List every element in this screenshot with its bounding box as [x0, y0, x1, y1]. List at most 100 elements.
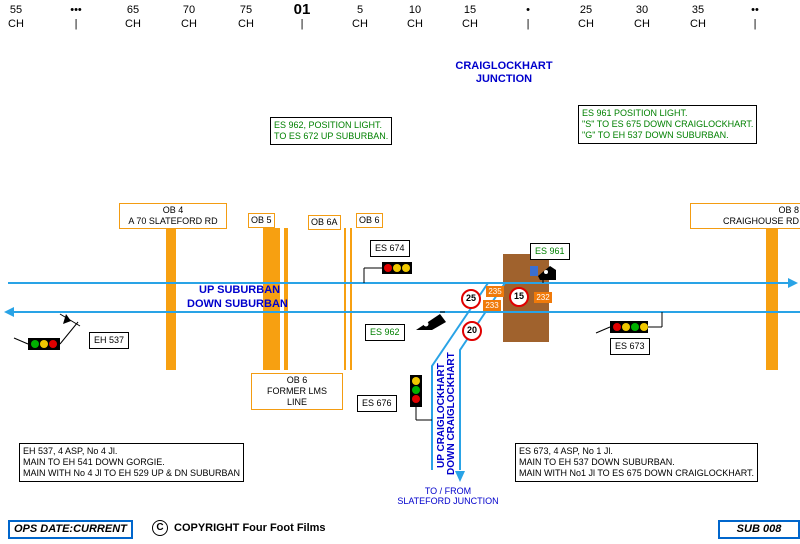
bridge-ob6lms-number: OB 6	[286, 375, 308, 385]
chainage-value: 35	[691, 4, 705, 16]
chainage-unit: CH	[125, 18, 141, 30]
to-from-line1: TO / FROM	[424, 486, 472, 496]
bridge-ob6	[350, 228, 352, 370]
chainage-unit: |	[300, 18, 304, 30]
chainage-unit: CH	[352, 18, 368, 30]
chainage-unit: CH	[690, 18, 706, 30]
speed-25-ring	[461, 289, 481, 309]
chainage-value: 65	[126, 4, 140, 16]
bridge-label-ob6-lms: OB 6 FORMER LMS LINE	[251, 373, 343, 410]
to-from-label: TO / FROM SLATEFORD JUNCTION	[396, 486, 500, 506]
note-eh537-line2: MAIN TO EH 541 DOWN GORGIE.	[23, 457, 165, 467]
bridge-label-ob8: OB 8 CRAIGHOUSE RD	[690, 203, 800, 229]
bridge-ob5b	[284, 228, 288, 370]
note-es961-line1: ES 961 POSITION LIGHT.	[582, 108, 688, 118]
chainage-unit: CH	[462, 18, 478, 30]
bridge-ob8-number: OB 8	[778, 205, 799, 215]
chainage-mark: •|	[508, 3, 548, 31]
note-es962-line2: TO ES 672 UP SUBURBAN.	[274, 131, 389, 141]
note-es673-line2: MAIN TO EH 537 DOWN SUBURBAN.	[519, 457, 675, 467]
milepost-232-plate	[534, 292, 552, 303]
chainage-value: •	[526, 4, 530, 16]
note-es962: ES 962, POSITION LIGHT. TO ES 672 UP SUB…	[270, 117, 393, 145]
note-es673-line1: ES 673, 4 ASP, No 1 Jl.	[519, 446, 613, 456]
page-ref-badge: SUB 008	[718, 520, 800, 539]
note-es673: ES 673, 4 ASP, No 1 Jl. MAIN TO EH 537 D…	[515, 443, 759, 482]
speed-20-ring	[462, 321, 482, 341]
chainage-unit: CH	[8, 18, 24, 30]
note-eh537: EH 537, 4 ASP, No 4 Jl. MAIN TO EH 541 D…	[19, 443, 245, 482]
milepost-233-plate	[483, 300, 501, 311]
milepost-235-plate	[486, 286, 504, 297]
bridge-ob8-road: CRAIGHOUSE RD	[722, 216, 799, 226]
chainage-value: 75	[239, 4, 253, 16]
bridge-ob5	[263, 228, 280, 370]
chainage-unit: CH	[634, 18, 650, 30]
down-arrow-head	[4, 307, 14, 317]
signal-label-es962: ES 962	[365, 324, 405, 341]
note-es673-line3: MAIN WITH No1 Jl TO ES 675 DOWN CRAIGLOC…	[519, 468, 755, 478]
speed-board-25: 25	[465, 293, 476, 303]
bridge-label-ob4: OB 4 A 70 SLATEFORD RD	[119, 203, 227, 229]
junction-title-line2: JUNCTION	[475, 73, 533, 85]
chainage-unit: CH	[181, 18, 197, 30]
chainage-value: 30	[635, 4, 649, 16]
chainage-value: 01	[293, 1, 311, 18]
chainage-unit: CH	[407, 18, 423, 30]
chainage-value: 55	[9, 4, 23, 16]
note-es961-line2: "S" TO ES 675 DOWN CRAIGLOCKHART.	[582, 119, 754, 129]
bridge-ob6lms-line2: FORMER LMS	[266, 386, 327, 396]
chainage-value: 5	[356, 4, 364, 16]
note-eh537-line3: MAIN WITH No 4 Jl TO EH 529 UP & DN SUBU…	[23, 468, 241, 478]
down-craiglockhart-label: DOWN CRAIGLOCKHART	[446, 352, 457, 475]
chainage-mark: ••|	[735, 3, 775, 31]
signal-label-es674: ES 674	[370, 240, 410, 257]
chainage-value: 15	[463, 4, 477, 16]
milepost-235: 235	[488, 287, 502, 296]
bridge-ob4-number: OB 4	[162, 205, 184, 215]
up-arrow-head	[788, 278, 798, 288]
copyright-symbol: C	[156, 522, 164, 533]
down-suburban-label: DOWN SUBURBAN	[187, 298, 288, 310]
bridge-ob8	[766, 228, 778, 370]
signal-label-es676: ES 676	[357, 395, 397, 412]
signal-label-es961: ES 961	[530, 243, 570, 260]
speed-15-ring	[509, 287, 529, 307]
bridge-label-ob5: OB 5	[248, 213, 275, 228]
bridge-ob4-road: A 70 SLATEFORD RD	[128, 216, 218, 226]
speed-board-20: 20	[466, 325, 477, 335]
up-suburban-label: UP SUBURBAN	[199, 284, 281, 296]
chainage-unit: CH	[238, 18, 254, 30]
up-craiglockhart-line	[431, 282, 489, 470]
ops-date-badge: OPS DATE:CURRENT	[8, 520, 133, 539]
bridge-ob6lms-line3: LINE	[286, 397, 307, 407]
note-es962-line1: ES 962, POSITION LIGHT.	[274, 120, 383, 130]
note-es961: ES 961 POSITION LIGHT. "S" TO ES 675 DOW…	[578, 105, 758, 144]
milepost-233: 233	[485, 301, 499, 310]
note-es961-line3: "G" TO EH 537 DOWN SUBURBAN.	[582, 130, 729, 140]
junction-title-line1: CRAIGLOCKHART	[455, 60, 553, 72]
bridge-label-ob6a: OB 6A	[308, 215, 341, 230]
copyright-icon: C	[152, 520, 168, 536]
chainage-unit: |	[74, 18, 78, 30]
chainage-unit: |	[753, 18, 757, 30]
bridge-ob6a	[344, 228, 346, 370]
chainage-mark: 01|	[282, 1, 322, 31]
to-from-line2: SLATEFORD JUNCTION	[397, 496, 499, 506]
branch-arrow-head	[455, 471, 465, 482]
signal-label-eh537: EH 537	[89, 332, 130, 349]
junction-title: CRAIGLOCKHART JUNCTION	[440, 60, 568, 86]
chainage-value: 25	[579, 4, 593, 16]
speed-board-15: 15	[513, 291, 524, 301]
chainage-mark: •••|	[56, 3, 96, 31]
